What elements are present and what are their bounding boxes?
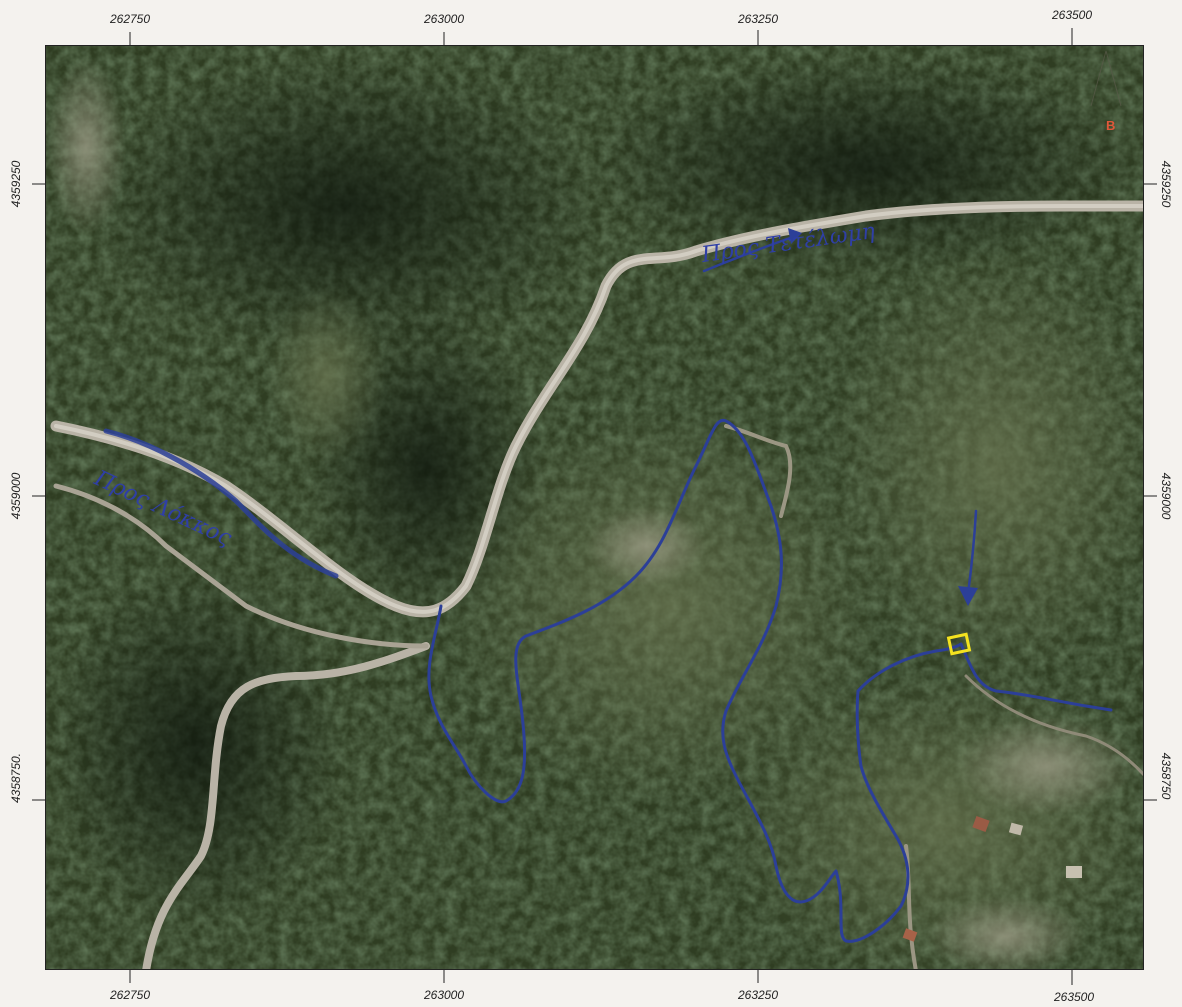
trail-segment-road xyxy=(103,428,339,579)
house-icon xyxy=(1066,866,1082,878)
point-b-label: B xyxy=(1106,118,1116,133)
arrow-to-marker-icon xyxy=(966,509,978,596)
house-icon xyxy=(1008,822,1024,836)
hiking-route xyxy=(427,418,1113,943)
x-tick-label-bottom: 263250 xyxy=(737,988,779,1002)
house-icon xyxy=(972,815,990,833)
aerial-map[interactable]: Προς Τετέλωμη Προς Λόκκος B xyxy=(45,45,1144,970)
north-arrow-icon xyxy=(1090,50,1122,107)
x-tick-label-top: 263000 xyxy=(423,12,465,26)
x-tick-label-bottom: 262750 xyxy=(109,988,151,1002)
x-tick-label-bottom: 263000 xyxy=(423,988,465,1002)
aerial-imagery xyxy=(46,46,1143,969)
arrowhead-icon xyxy=(958,586,978,606)
side-road xyxy=(53,483,429,649)
x-tick-label-top: 263500 xyxy=(1051,8,1093,22)
arrow-to-destination-icon xyxy=(702,234,798,273)
house-icon xyxy=(902,928,918,942)
location-marker-icon[interactable] xyxy=(946,632,972,656)
x-tick-label-top: 263250 xyxy=(737,12,779,26)
x-tick-label-bottom: 263500 xyxy=(1053,990,1095,1004)
secondary-road xyxy=(142,642,430,969)
x-tick-label-top: 262750 xyxy=(109,12,151,26)
